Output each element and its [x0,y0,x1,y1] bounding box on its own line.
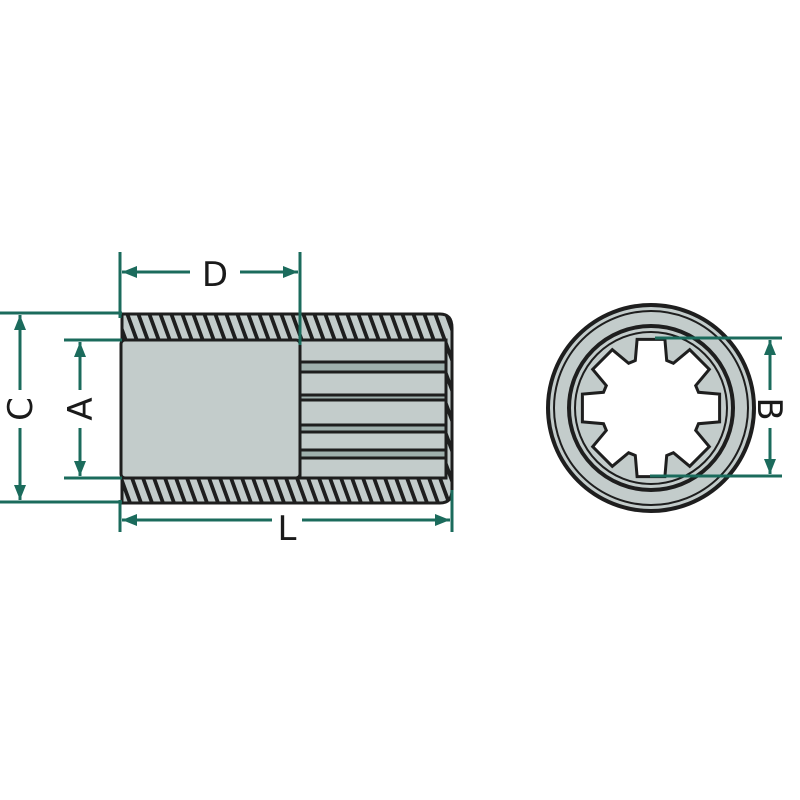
label-d: D [202,255,228,295]
label-a: A [61,397,101,420]
plain-bore [119,338,302,480]
inner-ring [567,324,735,492]
spline-groove [298,448,448,460]
end-view [546,303,756,513]
label-c: C [1,397,41,421]
spline-groove [298,360,448,374]
label-b: B [749,397,789,420]
spline-groove [298,393,448,402]
dimension-lines [0,252,782,532]
spline-hole [580,337,722,479]
label-l: L [278,509,297,549]
spline-groove [298,423,448,434]
side-view [119,312,454,505]
